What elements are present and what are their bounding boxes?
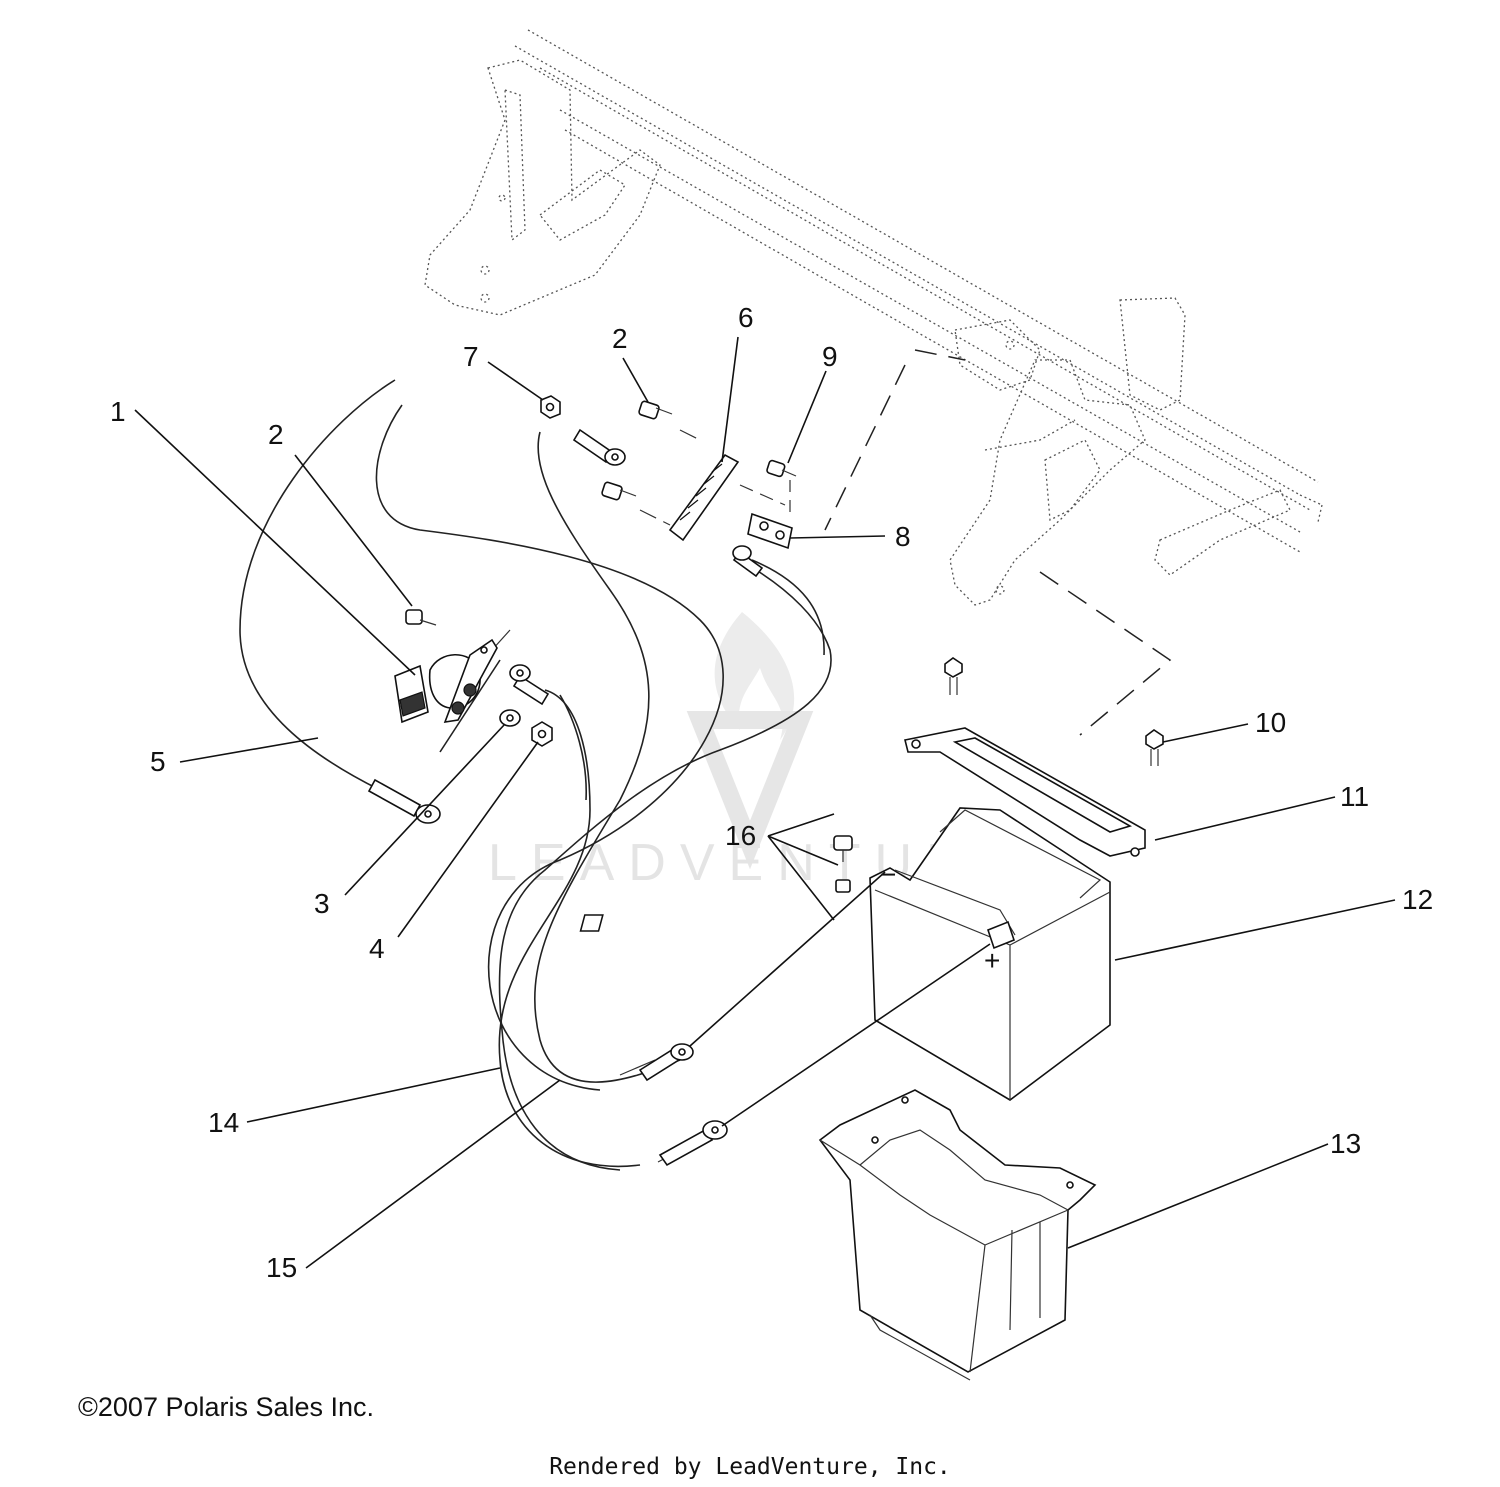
callout-2-upper: 2	[612, 323, 628, 354]
callout-14: 14	[208, 1107, 239, 1138]
rendered-by-text: Rendered by LeadVenture, Inc.	[549, 1454, 951, 1480]
frame-assembly	[424, 29, 1323, 606]
callout-16: 16	[725, 820, 756, 851]
battery: − +	[869, 807, 1111, 1101]
callout-1: 1	[110, 396, 126, 427]
battery-box	[818, 1089, 1097, 1381]
callout-3: 3	[314, 888, 330, 919]
callout-10: 10	[1255, 707, 1286, 738]
callout-7: 7	[463, 341, 479, 372]
callout-4: 4	[369, 933, 385, 964]
callout-8: 8	[895, 521, 911, 552]
callout-2-left: 2	[268, 419, 284, 450]
svg-text:−: −	[880, 859, 896, 890]
copyright-text: ©2007 Polaris Sales Inc.	[78, 1392, 375, 1422]
callout-12: 12	[1402, 884, 1433, 915]
assembly-lines	[464, 349, 1172, 736]
battery-hold-down-bracket	[904, 727, 1146, 857]
svg-text:+: +	[984, 945, 1000, 976]
hardware	[394, 395, 1164, 932]
leader-lines	[134, 336, 1396, 1269]
callout-5: 5	[150, 746, 166, 777]
cable-harness	[239, 379, 832, 1171]
callout-numbers: 1 2 2 3 4 5 6 7 8 9 10 11 12 13 14 15 16	[110, 302, 1433, 1283]
callout-11: 11	[1340, 781, 1369, 812]
callout-15: 15	[266, 1252, 297, 1283]
callout-9: 9	[822, 341, 838, 372]
callout-6: 6	[738, 302, 754, 333]
cable-terminals	[367, 428, 764, 1167]
callout-13: 13	[1330, 1128, 1361, 1159]
